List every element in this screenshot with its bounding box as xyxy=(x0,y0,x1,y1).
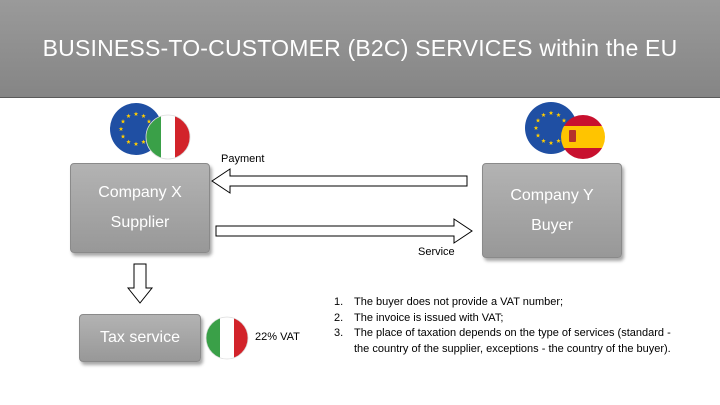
page-title: BUSINESS-TO-CUSTOMER (B2C) SERVICES with… xyxy=(42,35,678,61)
supplier-box: Company X Supplier xyxy=(70,163,210,253)
supplier-name: Company X xyxy=(98,184,182,201)
eu-star-icon xyxy=(141,139,146,144)
list-item: 1. The buyer does not provide a VAT numb… xyxy=(334,295,674,311)
eu-star-icon xyxy=(133,111,139,116)
payment-label: Payment xyxy=(221,153,265,165)
notes-list: 1. The buyer does not provide a VAT numb… xyxy=(334,295,674,357)
service-label: Service xyxy=(418,246,455,258)
list-item: 3. The place of taxation depends on the … xyxy=(334,326,674,357)
eu-star-icon xyxy=(561,118,567,123)
eu-star-icon xyxy=(535,118,541,123)
supplier-role: Supplier xyxy=(110,214,170,231)
eu-star-icon xyxy=(120,134,126,139)
vat-rate-label: 22% VAT xyxy=(255,331,300,343)
service-arrow xyxy=(215,218,473,244)
list-item-number: 3. xyxy=(334,327,344,339)
tax-service-box: Tax service xyxy=(79,314,201,362)
eu-star-icon xyxy=(548,110,554,115)
eu-star-icon xyxy=(556,112,561,117)
list-item-text: The buyer does not provide a VAT number; xyxy=(354,296,564,308)
supplier-italy-flag-icon xyxy=(145,114,191,160)
list-item-text: The place of taxation depends on the typ… xyxy=(354,327,671,355)
buyer-spain-flag-icon xyxy=(561,115,605,159)
list-item-text: The invoice is issued with VAT; xyxy=(354,311,504,324)
buyer-role: Buyer xyxy=(531,216,573,234)
eu-star-icon xyxy=(535,133,541,138)
list-item-number: 2. xyxy=(334,311,344,324)
eu-star-icon xyxy=(556,138,561,143)
eu-star-icon xyxy=(126,113,131,118)
list-item: 2. The invoice is issued with VAT; xyxy=(334,311,674,327)
list-item-number: 1. xyxy=(334,296,344,308)
eu-star-icon xyxy=(146,119,152,124)
tax-italy-flag-icon xyxy=(205,316,249,360)
eu-star-icon xyxy=(118,126,124,131)
eu-star-icon xyxy=(120,119,126,124)
title-bar: BUSINESS-TO-CUSTOMER (B2C) SERVICES with… xyxy=(0,0,720,98)
eu-star-icon xyxy=(541,138,546,143)
eu-star-icon xyxy=(133,141,139,146)
eu-star-icon xyxy=(541,112,546,117)
payment-arrow xyxy=(211,168,468,194)
buyer-name: Company Y xyxy=(510,186,594,204)
down-arrow xyxy=(126,263,154,304)
buyer-box: Company Y Buyer xyxy=(482,163,622,258)
eu-star-icon xyxy=(548,140,554,145)
eu-star-icon xyxy=(126,139,131,144)
eu-star-icon xyxy=(533,125,539,130)
eu-star-icon xyxy=(141,113,146,118)
tax-service-label: Tax service xyxy=(99,329,181,346)
